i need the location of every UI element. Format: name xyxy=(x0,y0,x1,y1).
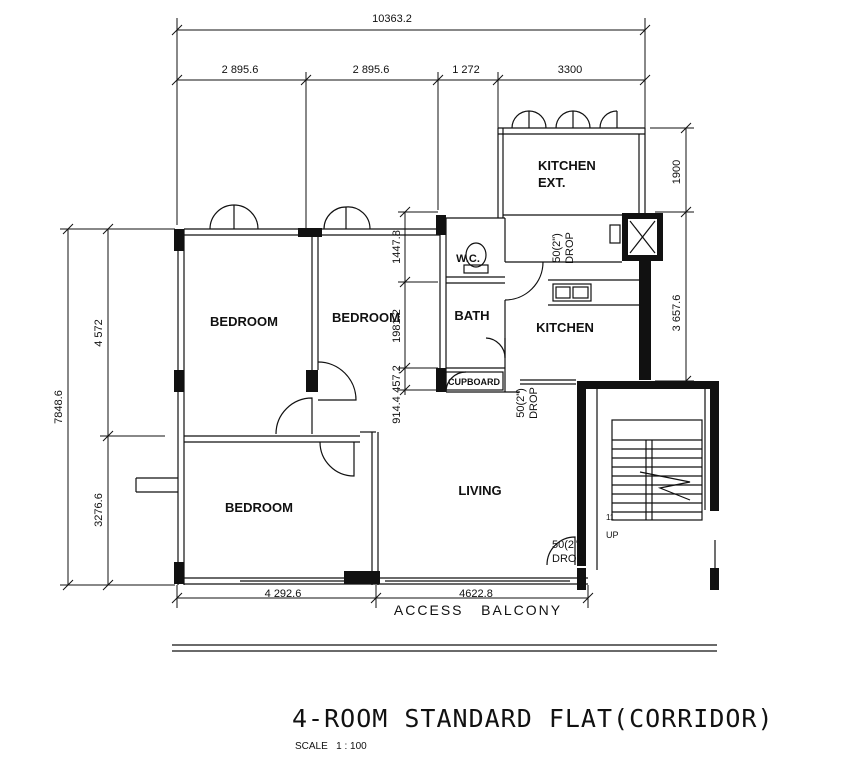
room-label-kitchen: KITCHEN xyxy=(536,320,594,335)
stair-treads xyxy=(612,439,702,513)
drop-2-size: 50(2") xyxy=(515,388,527,418)
wc-fixture xyxy=(463,242,489,274)
dim-bottom-1: 4 292.6 xyxy=(265,588,302,600)
stair-count: 11 xyxy=(606,513,615,522)
dim-top-3: 1 272 xyxy=(452,64,480,76)
dim-left-total: 7848.6 xyxy=(53,390,65,424)
drop-2-label: DROP xyxy=(528,387,540,419)
doors xyxy=(275,261,576,566)
dim-bottom-2: 4622.8 xyxy=(459,588,493,600)
dim-top-2: 2 895.6 xyxy=(353,64,390,76)
room-label-bedroom-2: BEDROOM xyxy=(332,310,400,325)
kitchen-fixture xyxy=(609,224,621,244)
dim-right-2: 3 657.6 xyxy=(671,295,683,332)
top-dimension-lines xyxy=(171,18,651,228)
dim-top-4: 3300 xyxy=(558,64,582,76)
room-label-bath: BATH xyxy=(454,308,489,323)
dim-mid-1: 1447.8 xyxy=(391,230,403,264)
room-label-bedroom-3: BEDROOM xyxy=(225,500,293,515)
walls xyxy=(135,110,719,590)
room-label-wc: W.C. xyxy=(456,253,480,265)
drop-1-label: DROP xyxy=(564,232,576,264)
dim-mid-3: 457.2 xyxy=(391,365,403,393)
room-label-kitchen-ext-2: EXT. xyxy=(538,175,565,190)
room-label-kitchen-ext-1: KITCHEN xyxy=(538,158,596,173)
room-label-bedroom-1: BEDROOM xyxy=(210,314,278,329)
dim-top-total: 10363.2 xyxy=(372,13,412,25)
middle-dimension-lines xyxy=(398,206,438,396)
dim-left-upper: 4 572 xyxy=(93,319,105,347)
bottom-dimension-lines xyxy=(171,585,594,608)
drop-3-size: 50(2") xyxy=(552,539,582,551)
stair-direction: UP xyxy=(606,530,619,540)
access-balcony-label: ACCESS BALCONY xyxy=(394,602,562,618)
plan-scale: SCALE 1 : 100 xyxy=(295,741,367,752)
left-dimension-lines xyxy=(60,223,175,591)
dim-right-1: 1900 xyxy=(671,160,683,184)
dim-mid-4: 914.4 xyxy=(391,396,403,424)
room-label-cupboard: CUPBOARD xyxy=(448,377,501,387)
drop-3-label: DROP xyxy=(552,553,584,565)
room-label-living: LIVING xyxy=(458,483,501,498)
dim-top-1: 2 895.6 xyxy=(222,64,259,76)
plan-title: 4-ROOM STANDARD FLAT(CORRIDOR) xyxy=(292,704,774,733)
drop-1-size: 50(2") xyxy=(551,233,563,263)
dim-left-lower: 3276.6 xyxy=(93,493,105,527)
dim-mid-2: 1981.2 xyxy=(391,309,403,343)
